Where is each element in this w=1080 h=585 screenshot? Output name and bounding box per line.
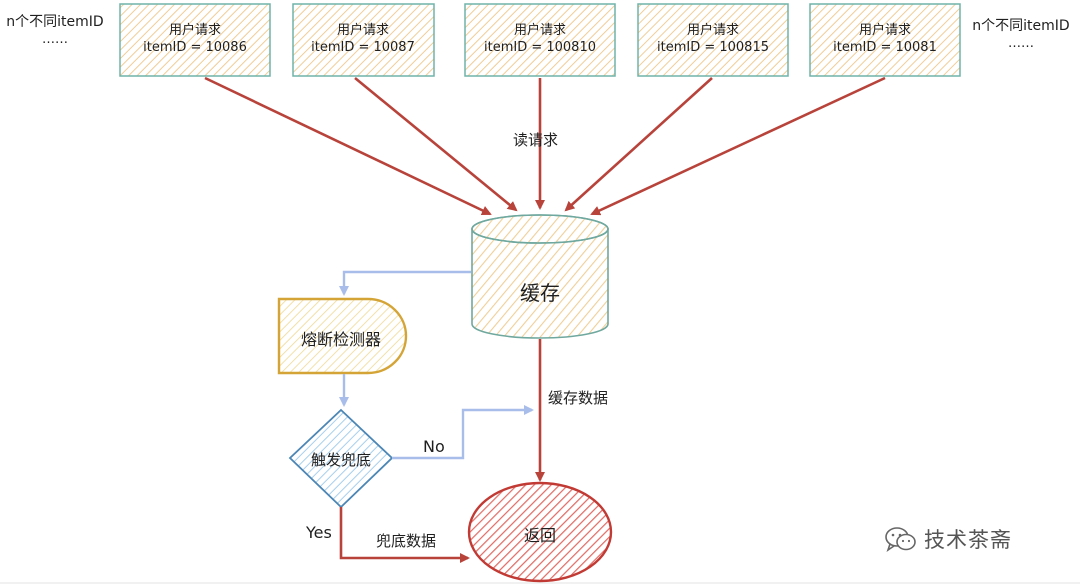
left-note-line2: …… (42, 32, 68, 47)
request-4-item: itemID = 100815 (657, 40, 769, 55)
arrow-request-4-to-cache (564, 77, 713, 212)
arrow-no (392, 405, 534, 460)
request-2-title: 用户请求 (336, 23, 389, 38)
read-request-label: 读请求 (513, 131, 559, 149)
return-ellipse (467, 481, 613, 583)
request-box-3 (464, 3, 616, 77)
breaker-shape (277, 297, 408, 375)
cache-label: 缓存 (520, 281, 560, 305)
request-box-1 (119, 3, 271, 77)
request-1-text: 用户请求 itemID = 10086 (120, 22, 270, 56)
breaker-label: 熔断检测器 (300, 330, 381, 349)
request-box-5 (809, 3, 961, 77)
request-5-title: 用户请求 (858, 23, 911, 38)
cache-data-label: 缓存数据 (548, 389, 609, 407)
arrow-request-1-to-cache (204, 76, 492, 216)
request-box-4 (637, 3, 789, 77)
arrow-yes (339, 507, 470, 563)
right-note-line1: n个不同itemID (972, 18, 1070, 34)
request-5-item: itemID = 10081 (833, 40, 937, 55)
request-3-text: 用户请求 itemID = 100810 (465, 22, 615, 56)
request-2-item: itemID = 10087 (311, 40, 415, 55)
no-label: No (423, 437, 445, 456)
request-box-2 (292, 3, 435, 77)
decision-label: 触发兜底 (310, 451, 371, 469)
watermark: 技术茶斋 (884, 522, 1054, 556)
return-label: 返回 (523, 526, 556, 545)
right-note-line2: …… (1008, 36, 1034, 51)
request-4-text: 用户请求 itemID = 100815 (638, 22, 788, 56)
watermark-text: 技术茶斋 (924, 528, 1012, 552)
cache-cylinder (471, 214, 609, 339)
fallback-data-label: 兜底数据 (376, 532, 437, 550)
left-note: n个不同itemID …… (0, 14, 110, 48)
request-3-item: itemID = 100810 (484, 40, 596, 55)
arrow-cache-to-breaker (339, 270, 471, 296)
right-note: n个不同itemID …… (966, 18, 1076, 52)
arrow-request-2-to-cache (354, 76, 518, 212)
request-4-title: 用户请求 (686, 23, 739, 38)
request-3-title: 用户请求 (513, 23, 566, 38)
request-5-text: 用户请求 itemID = 10081 (810, 22, 960, 56)
request-1-title: 用户请求 (168, 23, 221, 38)
left-note-line1: n个不同itemID (6, 14, 104, 30)
request-1-item: itemID = 10086 (143, 40, 247, 55)
wechat-icon (885, 527, 916, 552)
yes-label: Yes (306, 523, 332, 542)
request-2-text: 用户请求 itemID = 10087 (288, 22, 438, 56)
arrow-request-5-to-cache (590, 76, 886, 216)
